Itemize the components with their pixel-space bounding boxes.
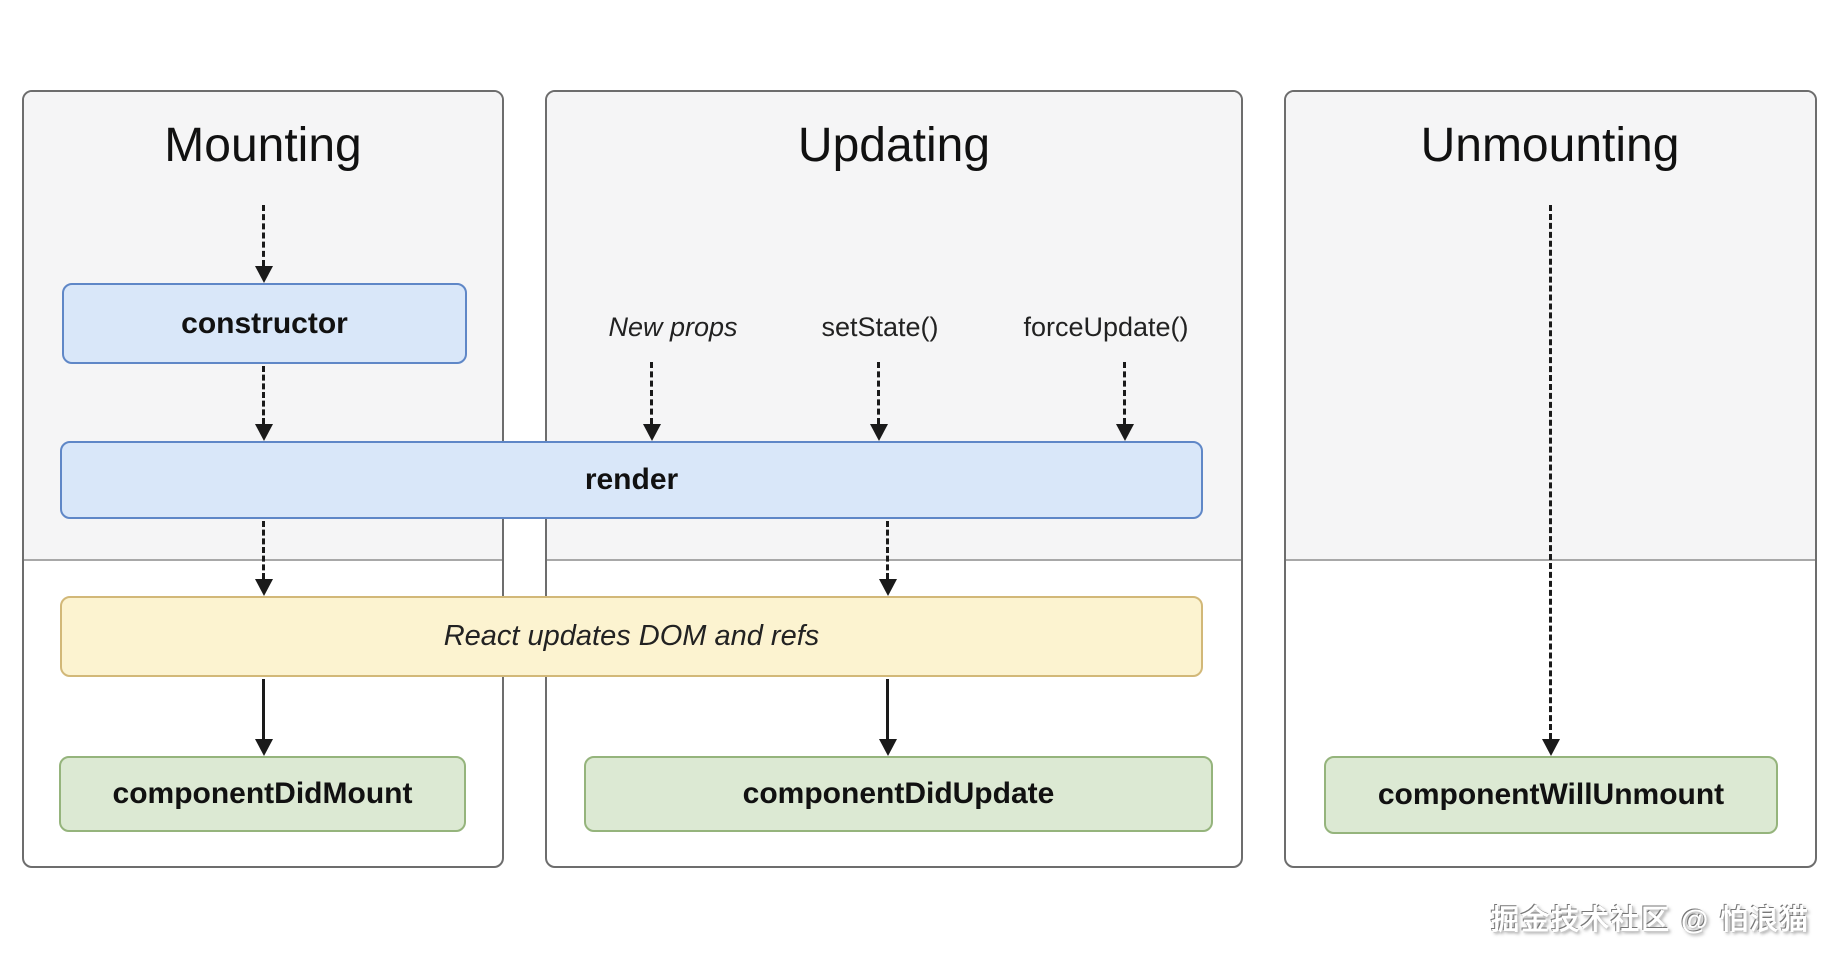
arrowhead-icon: [255, 424, 273, 441]
component-did-update-box: componentDidUpdate: [584, 756, 1213, 832]
arrow-set-state-to-render: [877, 362, 880, 424]
render-box: render: [60, 441, 1203, 519]
arrowhead-icon: [1116, 424, 1134, 441]
trigger-new-props: New props: [608, 312, 738, 342]
arrowhead-icon: [255, 266, 273, 283]
arrow-render-to-dom-update-updating: [886, 521, 889, 579]
arrowhead-icon: [255, 579, 273, 596]
arrow-dom-update-to-did-mount: [262, 679, 265, 739]
component-will-unmount-box: componentWillUnmount: [1324, 756, 1778, 834]
trigger-force-update: forceUpdate(): [1023, 312, 1189, 342]
trigger-set-state: setState(): [821, 312, 939, 342]
arrowhead-icon: [879, 579, 897, 596]
arrowhead-icon: [870, 424, 888, 441]
arrowhead-icon: [255, 739, 273, 756]
react-updates-dom-box: React updates DOM and refs: [60, 596, 1203, 677]
constructor-box: constructor: [62, 283, 467, 364]
arrow-title-to-will-unmount: [1549, 205, 1552, 739]
arrowhead-icon: [643, 424, 661, 441]
watermark-text: 掘金技术社区 @ 怕浪猫: [1491, 904, 1810, 935]
arrow-force-update-to-render: [1123, 362, 1126, 424]
updating-title: Updating: [797, 119, 991, 172]
arrowhead-icon: [879, 739, 897, 756]
arrow-render-to-dom-update-mounting: [262, 521, 265, 579]
arrow-title-to-constructor: [262, 205, 265, 266]
arrow-new-props-to-render: [650, 362, 653, 424]
component-did-mount-box: componentDidMount: [59, 756, 466, 832]
mounting-title: Mounting: [164, 119, 362, 172]
unmounting-title: Unmounting: [1420, 119, 1680, 172]
arrowhead-icon: [1542, 739, 1560, 756]
arrow-dom-update-to-did-update: [886, 679, 889, 739]
arrow-constructor-to-render: [262, 366, 265, 424]
